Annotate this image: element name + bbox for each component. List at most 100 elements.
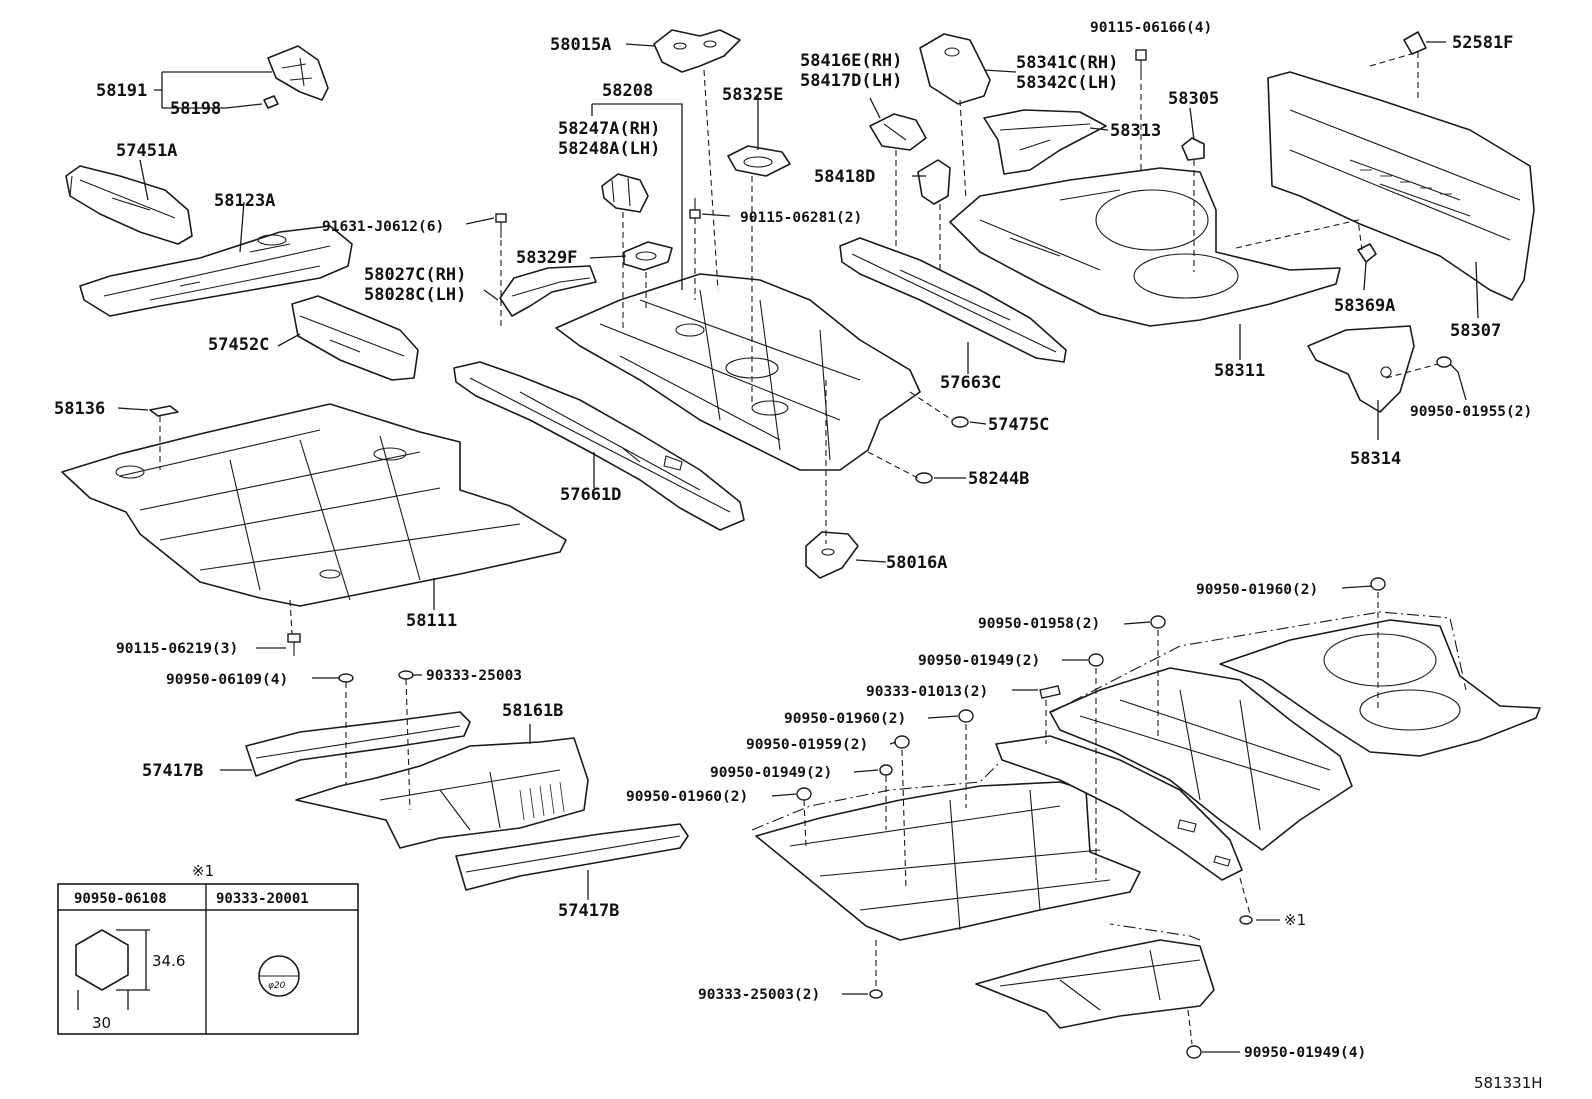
part-58313-drawing [983, 109, 1107, 175]
part-90115-06166-drawing [1135, 49, 1147, 74]
label-90950-01959: 90950-01959(2) [746, 737, 868, 753]
legend-table: ※1 90950-06108 90333-20001 34.6 30 φ20 [57, 862, 359, 1035]
part-57417B-upper-drawing [245, 711, 471, 777]
label-90950-01949-b: 90950-01949(2) [710, 765, 832, 781]
part-52581F-drawing [1403, 31, 1427, 55]
label-90333-25003: 90333-25003 [426, 668, 522, 684]
part-58329F-drawing [623, 241, 673, 271]
label-90115-06219: 90115-06219(3) [116, 641, 238, 657]
part-57661D-drawing [453, 361, 745, 531]
part-58305-drawing [1181, 137, 1205, 161]
part-58161B-drawing [295, 737, 589, 849]
label-90950-01960-b: 90950-01960(2) [784, 711, 906, 727]
label-90333-01013: 90333-01013(2) [866, 684, 988, 700]
diagram-code: 581331H [1474, 1074, 1543, 1092]
label-90950-06109: 90950-06109(4) [166, 672, 288, 688]
label-90115-06166: 90115-06166(4) [1090, 20, 1212, 36]
label-58417D: 58417D(LH) [800, 71, 902, 91]
label-58191: 58191 [96, 81, 147, 101]
part-90950-06109-drawing [338, 673, 354, 683]
label-90115-06281: 90115-06281(2) [740, 210, 862, 226]
label-57475C: 57475C [988, 415, 1049, 435]
legend-hex-height: 34.6 [152, 952, 185, 970]
part-58123A-drawing [79, 225, 353, 317]
label-58305: 58305 [1168, 89, 1219, 109]
label-58244B: 58244B [968, 469, 1029, 489]
part-57452C-drawing [291, 295, 419, 381]
part-labels: 58191 58198 57451A 58123A 91631-J0612(6)… [54, 20, 1532, 1061]
label-58123A: 58123A [214, 191, 275, 211]
label-58314: 58314 [1350, 449, 1401, 469]
part-58369A-drawing [1357, 243, 1377, 263]
label-58027C: 58027C(RH) [364, 265, 466, 285]
label-58313: 58313 [1110, 121, 1161, 141]
part-58191-drawing [263, 45, 329, 109]
leader-lines [117, 41, 1479, 1053]
label-57417B-upper: 57417B [142, 761, 203, 781]
part-57663C-drawing [839, 237, 1067, 363]
legend-circle-dia: φ20 [268, 981, 286, 991]
part-58208-drawing [555, 273, 921, 471]
label-52581F: 52581F [1452, 33, 1513, 53]
label-58208: 58208 [602, 81, 653, 101]
label-58161B: 58161B [502, 701, 563, 721]
label-90950-01949-4: 90950-01949(4) [1244, 1045, 1366, 1061]
hex-plug-icon [75, 929, 129, 991]
label-57451A: 57451A [116, 141, 177, 161]
label-58369A: 58369A [1334, 296, 1395, 316]
label-58311: 58311 [1214, 361, 1265, 381]
part-58015A-drawing [653, 29, 741, 73]
part-90115-06219-drawing [287, 633, 301, 656]
label-58329F: 58329F [516, 248, 577, 268]
label-58325E: 58325E [722, 85, 783, 105]
legend-col1-header: 90950-06108 [74, 891, 167, 907]
label-90950-01958: 90950-01958(2) [978, 616, 1100, 632]
label-58016A: 58016A [886, 553, 947, 573]
part-58416E-drawing [869, 113, 927, 151]
part-90950-01955-drawing [1436, 356, 1452, 368]
label-90950-01960-top: 90950-01960(2) [1196, 582, 1318, 598]
part-58027C-drawing [499, 265, 597, 317]
part-58314-drawing [1307, 325, 1415, 413]
label-90333-25003-2: 90333-25003(2) [698, 987, 820, 1003]
label-58247A: 58247A(RH) [558, 119, 660, 139]
label-58307: 58307 [1450, 321, 1501, 341]
label-57663C: 57663C [940, 373, 1001, 393]
part-58341C-drawing [919, 33, 991, 105]
part-58136-drawing [149, 405, 179, 417]
part-58325E-drawing [727, 145, 791, 177]
guide-lines [159, 51, 1467, 1045]
part-58307-drawing [1267, 71, 1535, 301]
label-58418D: 58418D [814, 167, 875, 187]
label-58342C: 58342C(LH) [1016, 73, 1118, 93]
label-91631-J0612: 91631-J0612(6) [322, 219, 444, 235]
part-58247A-drawing [601, 173, 649, 213]
label-90950-01949-a: 90950-01949(2) [918, 653, 1040, 669]
label-58136: 58136 [54, 399, 105, 419]
label-57417B-lower: 57417B [558, 901, 619, 921]
label-58111: 58111 [406, 611, 457, 631]
part-58418D-drawing [917, 159, 951, 205]
part-90115-06281-drawing [689, 198, 701, 219]
label-90950-01955: 90950-01955(2) [1410, 404, 1532, 420]
label-58198: 58198 [170, 99, 221, 119]
label-58416E: 58416E(RH) [800, 51, 902, 71]
legend-note-mark: ※1 [192, 862, 214, 880]
part-57475C-drawing [951, 416, 969, 428]
part-90333-25003-drawing [398, 670, 414, 680]
label-58341C: 58341C(RH) [1016, 53, 1118, 73]
part-91631-bolt-drawing [495, 213, 507, 238]
label-57452C: 57452C [208, 335, 269, 355]
part-57417B-lower-drawing [455, 823, 689, 891]
label-note-ref: ※1 [1284, 911, 1306, 929]
label-58028C: 58028C(LH) [364, 285, 466, 305]
label-90950-01960-c: 90950-01960(2) [626, 789, 748, 805]
label-58015A: 58015A [550, 35, 611, 55]
label-57661D: 57661D [560, 485, 621, 505]
assembled-floor-drawing [755, 619, 1541, 1029]
label-58248A: 58248A(LH) [558, 139, 660, 159]
legend-col2-header: 90333-20001 [216, 891, 309, 907]
part-58311-drawing [949, 167, 1341, 327]
part-58016A-drawing [805, 531, 859, 579]
